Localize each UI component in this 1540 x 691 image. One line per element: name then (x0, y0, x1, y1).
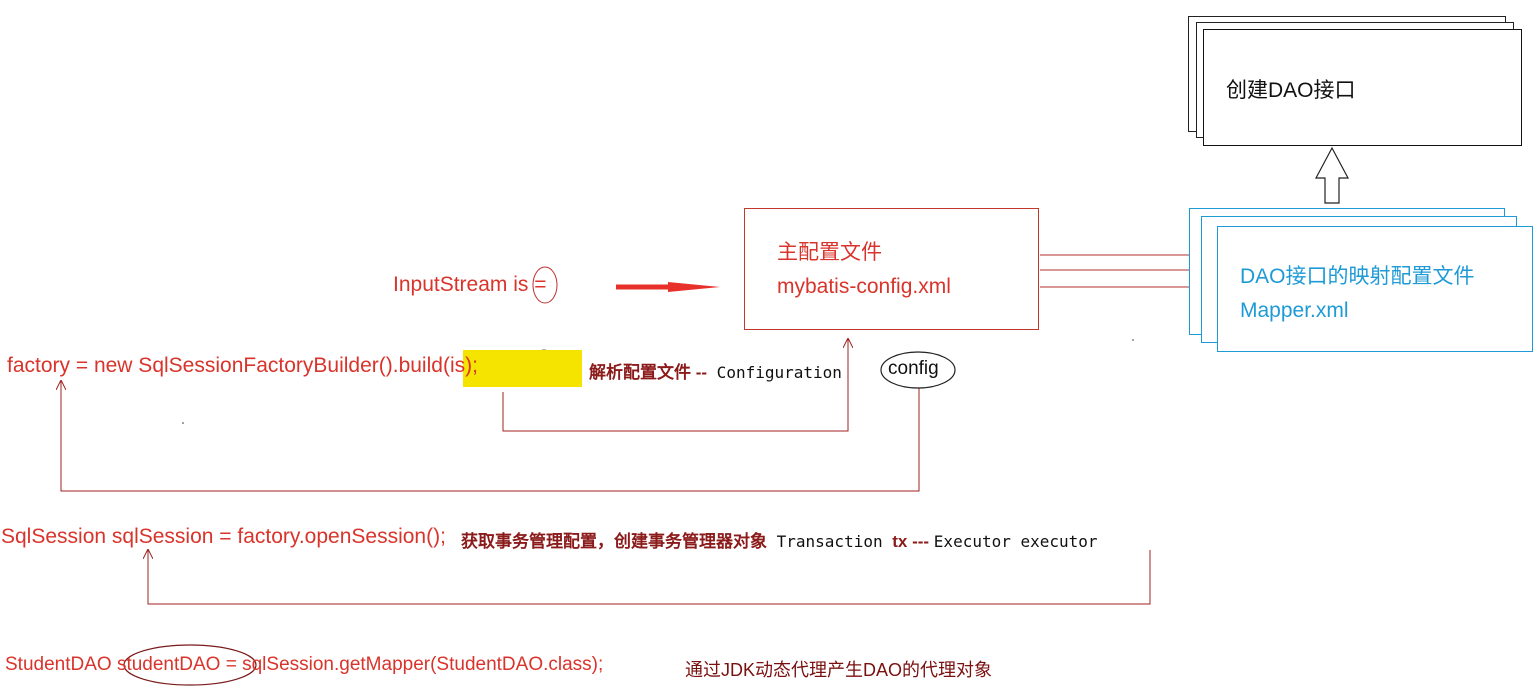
config-circle (880, 351, 956, 389)
inputstream-line: InputStream is = (393, 273, 547, 297)
dao-var: studentDAO (116, 654, 221, 675)
session-note: 获取事务管理配置，创建事务管理器对象 Transaction tx --- Ex… (461, 527, 1098, 552)
session-note-text: 获取事务管理配置，创建事务管理器对象 (461, 532, 767, 551)
config-to-factory-line (61, 381, 920, 492)
build-highlight (463, 350, 582, 387)
transaction-class: Transaction (767, 532, 893, 551)
inputstream-suffix: = (528, 273, 547, 296)
inputstream-prefix: InputStream (393, 273, 514, 296)
executor-to-session-line (148, 550, 1151, 605)
dao-suffix: = sqlSession.getMapper(StudentDAO.class)… (220, 654, 604, 675)
session-code: SqlSession sqlSession = factory.openSess… (1, 525, 446, 548)
factory-arg: is (449, 354, 466, 377)
mapper-config-box: DAO接口的映射配置文件 Mapper.xml (1217, 226, 1533, 352)
factory-build-method: build (398, 354, 443, 377)
factory-note-text: 解析配置文件 -- (589, 363, 708, 382)
factory-note: 解析配置文件 -- Configuration (589, 358, 842, 383)
factory-paren-open: ( (442, 354, 450, 377)
main-config-title: 主配置文件 (777, 241, 882, 264)
main-config-box: 主配置文件 mybatis-config.xml (744, 208, 1039, 330)
dao-note: 通过JDK动态代理产生DAO的代理对象 (685, 660, 993, 680)
factory-paren-close: ); (465, 354, 478, 377)
mapper-config-title: DAO接口的映射配置文件 (1240, 265, 1475, 288)
factory-prefix: factory = new SqlSessionFactoryBuilder()… (7, 354, 399, 377)
is-circle-top (532, 266, 558, 304)
hollow-up-arrow (1315, 146, 1349, 204)
config-mapper-links (1040, 254, 1218, 288)
tx-var: tx (892, 532, 908, 551)
studentdao-circle (123, 644, 257, 686)
build-to-config-line (502, 339, 848, 432)
inputstream-var: is (513, 273, 529, 296)
dao-line: StudentDAO studentDAO = sqlSession.getMa… (5, 654, 603, 676)
executor-text: Executor executor (933, 532, 1098, 551)
main-config-filename: mybatis-config.xml (777, 275, 951, 298)
dao-prefix: StudentDAO (5, 654, 117, 675)
factory-line: factory = new SqlSessionFactoryBuilder()… (7, 354, 478, 378)
dao-interface-label: 创建DAO接口 (1226, 79, 1356, 102)
configuration-class: Configuration (707, 363, 842, 382)
config-var: config (888, 358, 939, 379)
mapper-config-filename: Mapper.xml (1240, 299, 1349, 322)
inputstream-arrow (616, 282, 720, 292)
dao-interface-box: 创建DAO接口 (1203, 29, 1522, 146)
session-separator: --- (907, 532, 934, 551)
